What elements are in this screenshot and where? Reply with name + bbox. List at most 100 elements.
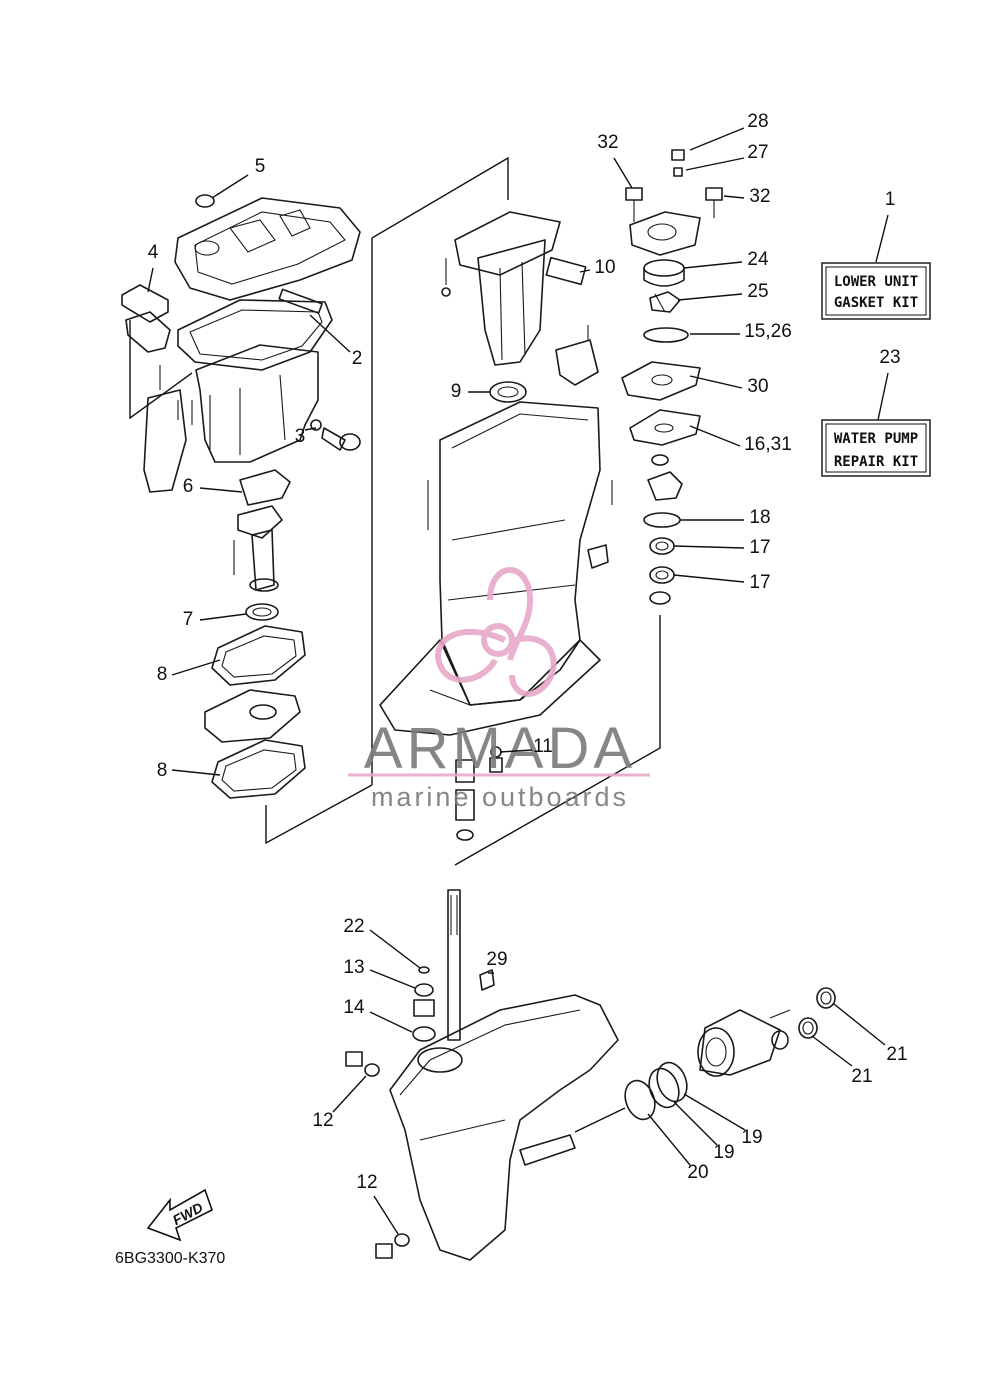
water-pump-housing — [625, 149, 723, 256]
callout-leader-line — [369, 1011, 413, 1033]
callout-number: 32 — [749, 186, 770, 207]
upper-casing-body — [195, 344, 319, 463]
drive-shaft-housing — [379, 401, 613, 736]
callout-number: 4 — [148, 242, 159, 263]
armada-watermark: ARMADA marine outboards — [348, 567, 650, 812]
callout-leader-line — [332, 1075, 367, 1113]
callout-leader-line — [677, 293, 743, 301]
o-rings-19-20 — [574, 1061, 688, 1133]
callout-number: 14 — [343, 997, 365, 1018]
gasket-16-31 — [629, 409, 701, 446]
callout-leader-line — [673, 574, 745, 583]
seal-9 — [489, 381, 527, 403]
callout-number: 25 — [747, 281, 768, 302]
callout-number: 21 — [851, 1066, 872, 1087]
callout-leader-line — [811, 1035, 853, 1067]
callout-leader-line — [579, 269, 591, 273]
callout-number: 23 — [879, 347, 900, 368]
water-pump-repair-kit-box: WATER PUMP REPAIR KIT — [821, 419, 931, 477]
callout-leader-line — [373, 1195, 399, 1235]
shaft-bushing-11 — [455, 746, 503, 841]
kit-lower-unit-line2: GASKET KIT — [834, 295, 918, 311]
propeller-shaft-housing — [697, 987, 836, 1077]
callout-leader-line — [199, 613, 247, 621]
seal-7 — [245, 603, 279, 621]
callout-number: 13 — [343, 957, 364, 978]
fwd-label: FWD — [170, 1199, 206, 1228]
callout-number: 6 — [183, 476, 194, 497]
lower-unit-gasket-kit-box: LOWER UNIT GASKET KIT — [821, 262, 931, 320]
callout-leader-line — [673, 545, 745, 549]
callout-number: 21 — [886, 1044, 907, 1065]
callout-number: 2 — [352, 348, 363, 369]
callout-number: 7 — [183, 609, 194, 630]
exhaust-guide-10 — [441, 211, 587, 366]
callout-leader-line — [369, 969, 416, 989]
callout-number: 28 — [747, 111, 768, 132]
callout-leader-line — [685, 157, 745, 171]
callout-number: 30 — [747, 376, 768, 397]
callout-number: 11 — [533, 736, 553, 757]
impeller-insert-24 — [643, 259, 685, 287]
callout-number: 27 — [747, 142, 768, 163]
gearcase — [389, 994, 619, 1261]
callout-number: 12 — [312, 1110, 333, 1131]
callout-number: 19 — [713, 1142, 734, 1163]
kit-lower-unit-line1: LOWER UNIT — [834, 274, 918, 290]
impeller-25 — [649, 291, 681, 313]
forward-direction-arrow-icon: FWD — [146, 1188, 213, 1242]
watermark-brand: ARMADA — [364, 716, 636, 781]
callout-leader-line — [171, 659, 221, 676]
callout-leader-line — [877, 372, 889, 421]
upper-casing-cover — [174, 194, 361, 301]
callout-number: 3 — [295, 426, 306, 447]
callout-leader-line — [683, 1093, 746, 1131]
pump-lower-parts — [643, 454, 683, 605]
callout-number: 9 — [451, 381, 462, 402]
callout-number: 5 — [255, 156, 266, 177]
callout-leader-line — [171, 769, 221, 776]
callout-leader-line — [647, 1113, 691, 1166]
callout-number: 32 — [597, 132, 618, 153]
gasket-2 — [177, 288, 333, 371]
callout-number: 10 — [594, 257, 615, 278]
assembly-frame-lines — [129, 156, 661, 866]
callout-number: 22 — [343, 916, 364, 937]
fitting-3 — [310, 419, 361, 451]
callout-leader-line — [689, 127, 745, 151]
callout-number: 1 — [885, 189, 896, 210]
callout-leader-line — [689, 425, 741, 447]
callout-leader-line — [613, 157, 633, 189]
callout-number: 16,31 — [744, 434, 792, 455]
callout-leader-line — [875, 214, 889, 263]
o-ring-15-26 — [643, 327, 689, 343]
callout-leader-line — [683, 261, 743, 269]
callout-leader-line — [499, 749, 533, 753]
callout-leader-line — [211, 174, 249, 199]
small-parts-13-14-22 — [412, 966, 495, 1042]
callout-leader-line — [304, 427, 317, 431]
callout-number: 8 — [157, 664, 168, 685]
callout-leader-line — [689, 375, 743, 389]
callout-number: 17 — [749, 537, 770, 558]
callout-leader-line — [369, 929, 421, 969]
exhaust-bracket-4 — [121, 284, 193, 493]
callout-leader-line — [147, 267, 154, 293]
gasket-8-lower — [211, 739, 306, 799]
gasket-8-upper — [211, 625, 306, 686]
kit-water-pump-line2: REPAIR KIT — [834, 454, 918, 470]
outer-plate-30 — [621, 361, 701, 401]
watermark-tagline: marine outboards — [371, 782, 629, 812]
diagram-code: 6BG3300-K370 — [115, 1250, 225, 1267]
callout-leader-line — [309, 314, 351, 353]
plate-between-gaskets — [204, 689, 301, 743]
callout-number: 17 — [749, 572, 770, 593]
callout-number: 18 — [749, 507, 770, 528]
callout-number: 12 — [356, 1172, 377, 1193]
callout-number: 19 — [741, 1127, 762, 1148]
callout-number: 24 — [747, 249, 769, 270]
callout-leader-line — [833, 1003, 886, 1046]
plate-6-and-tube — [233, 469, 291, 592]
callout-number: 8 — [157, 760, 168, 781]
